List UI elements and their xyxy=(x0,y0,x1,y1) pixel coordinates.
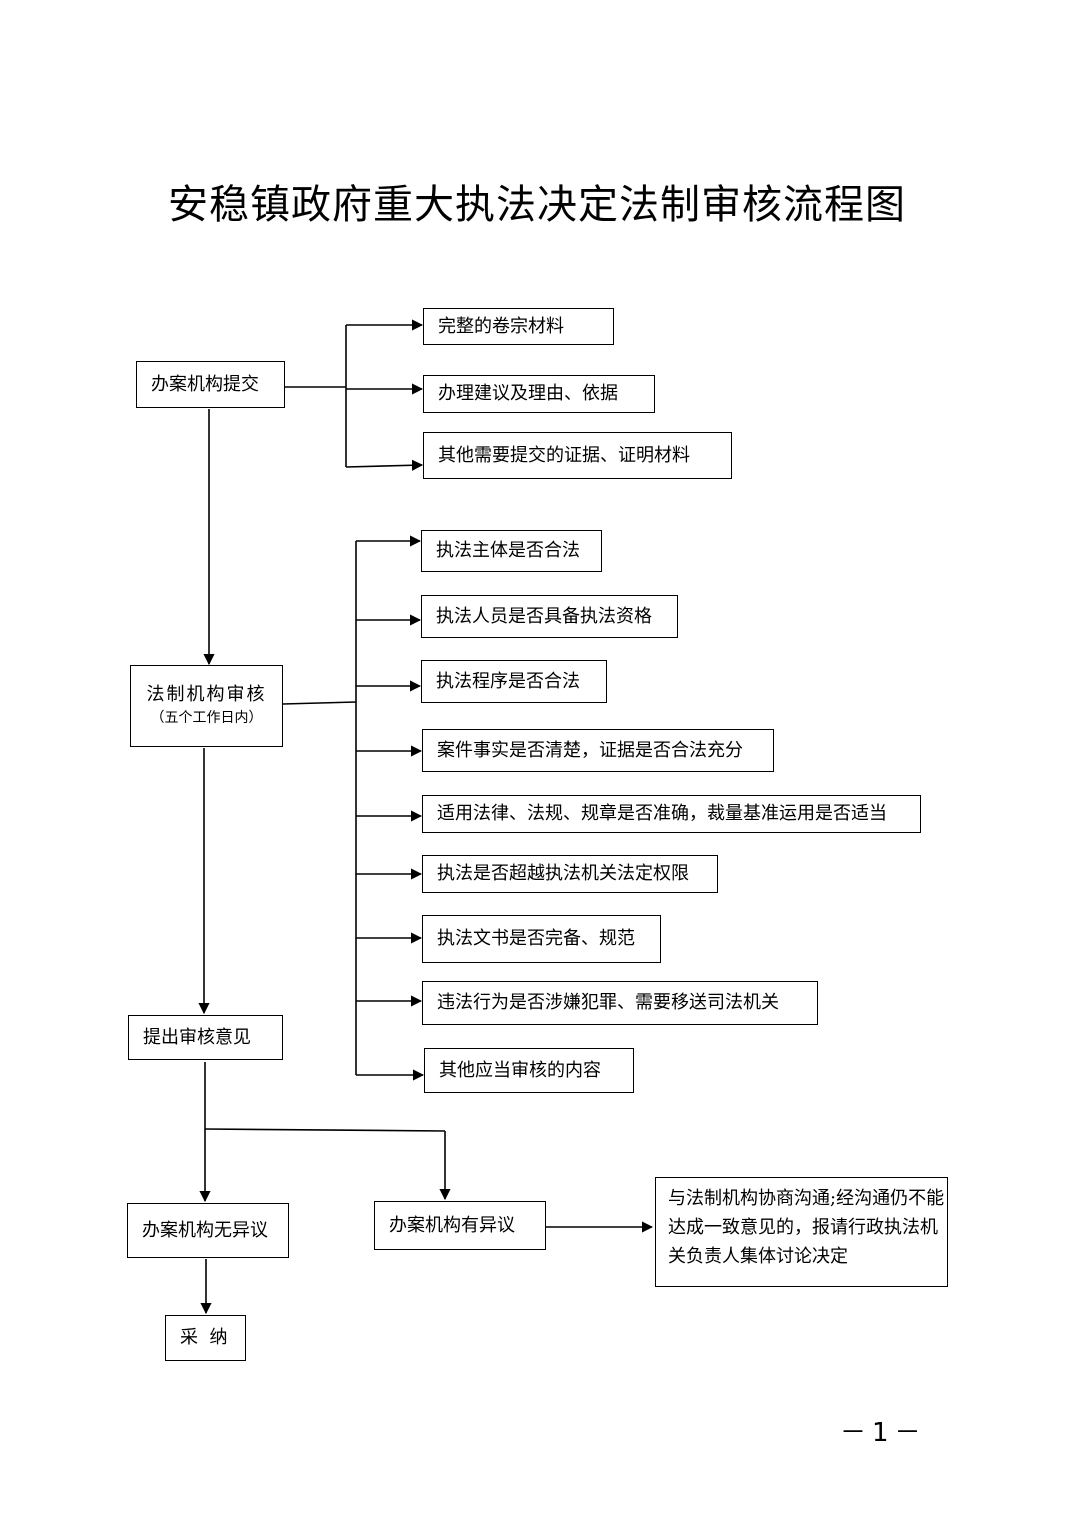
node-check-5: 适用法律、法规、规章是否准确，裁量基准运用是否适当 xyxy=(422,795,921,833)
node-check-7: 执法文书是否完备、规范 xyxy=(422,915,661,963)
node-objection-label: 办案机构有异议 xyxy=(389,1214,515,1236)
arrow-to-material-3 xyxy=(345,459,424,471)
node-material-1: 完整的卷宗材料 xyxy=(423,308,614,345)
node-check-8: 违法行为是否涉嫌犯罪、需要移送司法机关 xyxy=(422,981,818,1025)
node-review-label: 法制机构审核 xyxy=(146,684,267,705)
node-material-1-label: 完整的卷宗材料 xyxy=(438,315,564,337)
node-material-3: 其他需要提交的证据、证明材料 xyxy=(423,432,732,479)
node-check-7-label: 执法文书是否完备、规范 xyxy=(437,928,635,949)
node-check-9: 其他应当审核的内容 xyxy=(424,1048,634,1093)
node-opinion: 提出审核意见 xyxy=(128,1015,283,1060)
node-check-3-label: 执法程序是否合法 xyxy=(436,670,580,692)
node-adopt: 采 纳 xyxy=(165,1315,246,1361)
page-title: 安稳镇政府重大执法决定法制审核流程图 xyxy=(168,182,906,228)
node-negotiate-label: 与法制机构协商沟通;经沟通仍不能达成一致意见的，报请行政执法机关负责人集体讨论决… xyxy=(668,1188,945,1267)
node-negotiate: 与法制机构协商沟通;经沟通仍不能达成一致意见的，报请行政执法机关负责人集体讨论决… xyxy=(655,1177,948,1287)
node-check-8-label: 违法行为是否涉嫌犯罪、需要移送司法机关 xyxy=(437,992,779,1013)
node-check-6-label: 执法是否超越执法机关法定权限 xyxy=(437,863,689,884)
node-check-9-label: 其他应当审核的内容 xyxy=(439,1059,601,1081)
node-check-1-label: 执法主体是否合法 xyxy=(436,540,580,561)
node-review-note: （五个工作日内） xyxy=(150,710,263,726)
node-submit: 办案机构提交 xyxy=(136,361,285,408)
node-check-2-label: 执法人员是否具备执法资格 xyxy=(436,605,652,627)
node-opinion-label: 提出审核意见 xyxy=(143,1026,251,1048)
node-check-2: 执法人员是否具备执法资格 xyxy=(421,595,678,638)
page-number: －1－ xyxy=(840,1418,927,1448)
node-submit-label: 办案机构提交 xyxy=(151,373,259,395)
node-check-1: 执法主体是否合法 xyxy=(421,530,602,572)
connector-to-objection xyxy=(204,1128,446,1132)
node-check-5-label: 适用法律、法规、规章是否准确，裁量基准运用是否适当 xyxy=(437,803,887,824)
node-review: 法制机构审核 （五个工作日内） xyxy=(130,665,283,747)
node-check-4-label: 案件事实是否清楚，证据是否合法充分 xyxy=(437,739,743,761)
node-no-objection: 办案机构无异议 xyxy=(127,1203,289,1258)
node-check-6: 执法是否超越执法机关法定权限 xyxy=(422,855,718,893)
node-objection: 办案机构有异议 xyxy=(374,1201,546,1250)
node-material-3-label: 其他需要提交的证据、证明材料 xyxy=(438,444,690,466)
node-check-3: 执法程序是否合法 xyxy=(421,660,607,703)
node-check-4: 案件事实是否清楚，证据是否合法充分 xyxy=(422,729,774,772)
node-material-2: 办理建议及理由、依据 xyxy=(423,375,655,413)
node-material-2-label: 办理建议及理由、依据 xyxy=(438,383,618,404)
node-no-objection-label: 办案机构无异议 xyxy=(142,1219,268,1241)
node-adopt-label: 采 纳 xyxy=(180,1327,228,1348)
connector-review-branch xyxy=(282,701,357,705)
